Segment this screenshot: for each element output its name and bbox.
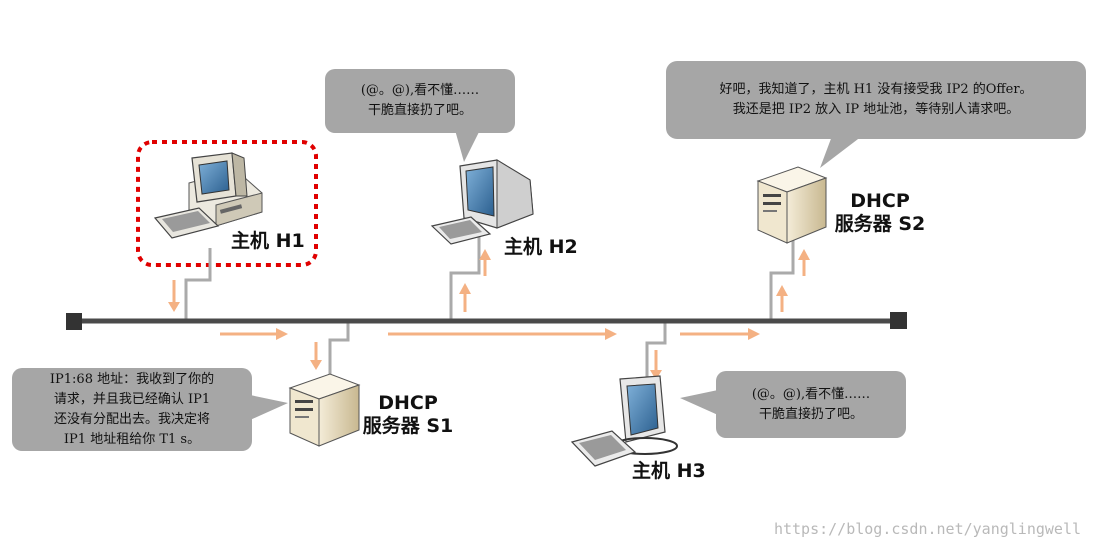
flow-arrows — [168, 249, 810, 380]
bubble-h2-line: 干脆直接扔了吧。 — [367, 103, 472, 118]
bubble-h3-text: (@。@),看不懂…… 干脆直接扔了吧。 — [716, 385, 906, 425]
host-h1-computer-icon — [153, 152, 263, 239]
server-s1-label-line1: DHCP — [378, 392, 438, 414]
bubble-s1 — [12, 368, 288, 451]
network-bus — [66, 312, 907, 330]
server-s2-label: DHCP 服务器 S2 — [830, 190, 930, 236]
bubble-h3 — [680, 371, 906, 438]
host-h2-label: 主机 H2 — [504, 236, 578, 258]
bubble-s1-line: 请求，并且我已经确认 IP1 — [53, 392, 211, 407]
server-s2-label-line1: DHCP — [850, 190, 910, 212]
host-h1-label: 主机 H1 — [231, 230, 305, 252]
server-s2-label-line2: 服务器 S2 — [834, 213, 926, 235]
server-s1-label-line2: 服务器 S1 — [362, 415, 454, 437]
bubble-s2 — [666, 61, 1086, 168]
bubble-s1-text: IP1:68 地址：我收到了你的 请求，并且我已经确认 IP1 还没有分配出去。… — [12, 370, 252, 450]
server-s1-icon — [288, 373, 361, 447]
bubble-s1-line: IP1:68 地址：我收到了你的 — [49, 372, 215, 387]
host-h3-label: 主机 H3 — [632, 460, 706, 482]
watermark: https://blog.csdn.net/yanglingwell — [773, 520, 1081, 538]
bubble-s2-text: 好吧，我知道了，主机 H1 没有接受我 IP2 的Offer。 我还是把 IP2… — [666, 80, 1086, 120]
bubble-h3-line: (@。@),看不懂…… — [751, 387, 871, 402]
host-h2-computer-icon — [430, 159, 534, 245]
server-s2-icon — [756, 166, 828, 244]
bubble-h2-line: (@。@),看不懂…… — [360, 83, 480, 98]
bubble-s1-line: 还没有分配出去。我决定将 — [53, 412, 210, 427]
server-s1-label: DHCP 服务器 S1 — [358, 392, 458, 438]
bubble-h2 — [325, 69, 515, 162]
bubble-s2-line: 好吧，我知道了，主机 H1 没有接受我 IP2 的Offer。 — [719, 82, 1033, 97]
host-h3-computer-icon — [570, 375, 678, 467]
bubble-h3-line: 干脆直接扔了吧。 — [758, 407, 863, 422]
connector-lines — [184, 228, 795, 395]
bubble-s2-line: 我还是把 IP2 放入 IP 地址池，等待别人请求吧。 — [732, 102, 1020, 117]
bubble-h2-text: (@。@),看不懂…… 干脆直接扔了吧。 — [325, 81, 515, 121]
bubble-s1-line: IP1 地址租给你 T1 s。 — [63, 432, 201, 447]
h1-highlight-box — [136, 140, 318, 267]
